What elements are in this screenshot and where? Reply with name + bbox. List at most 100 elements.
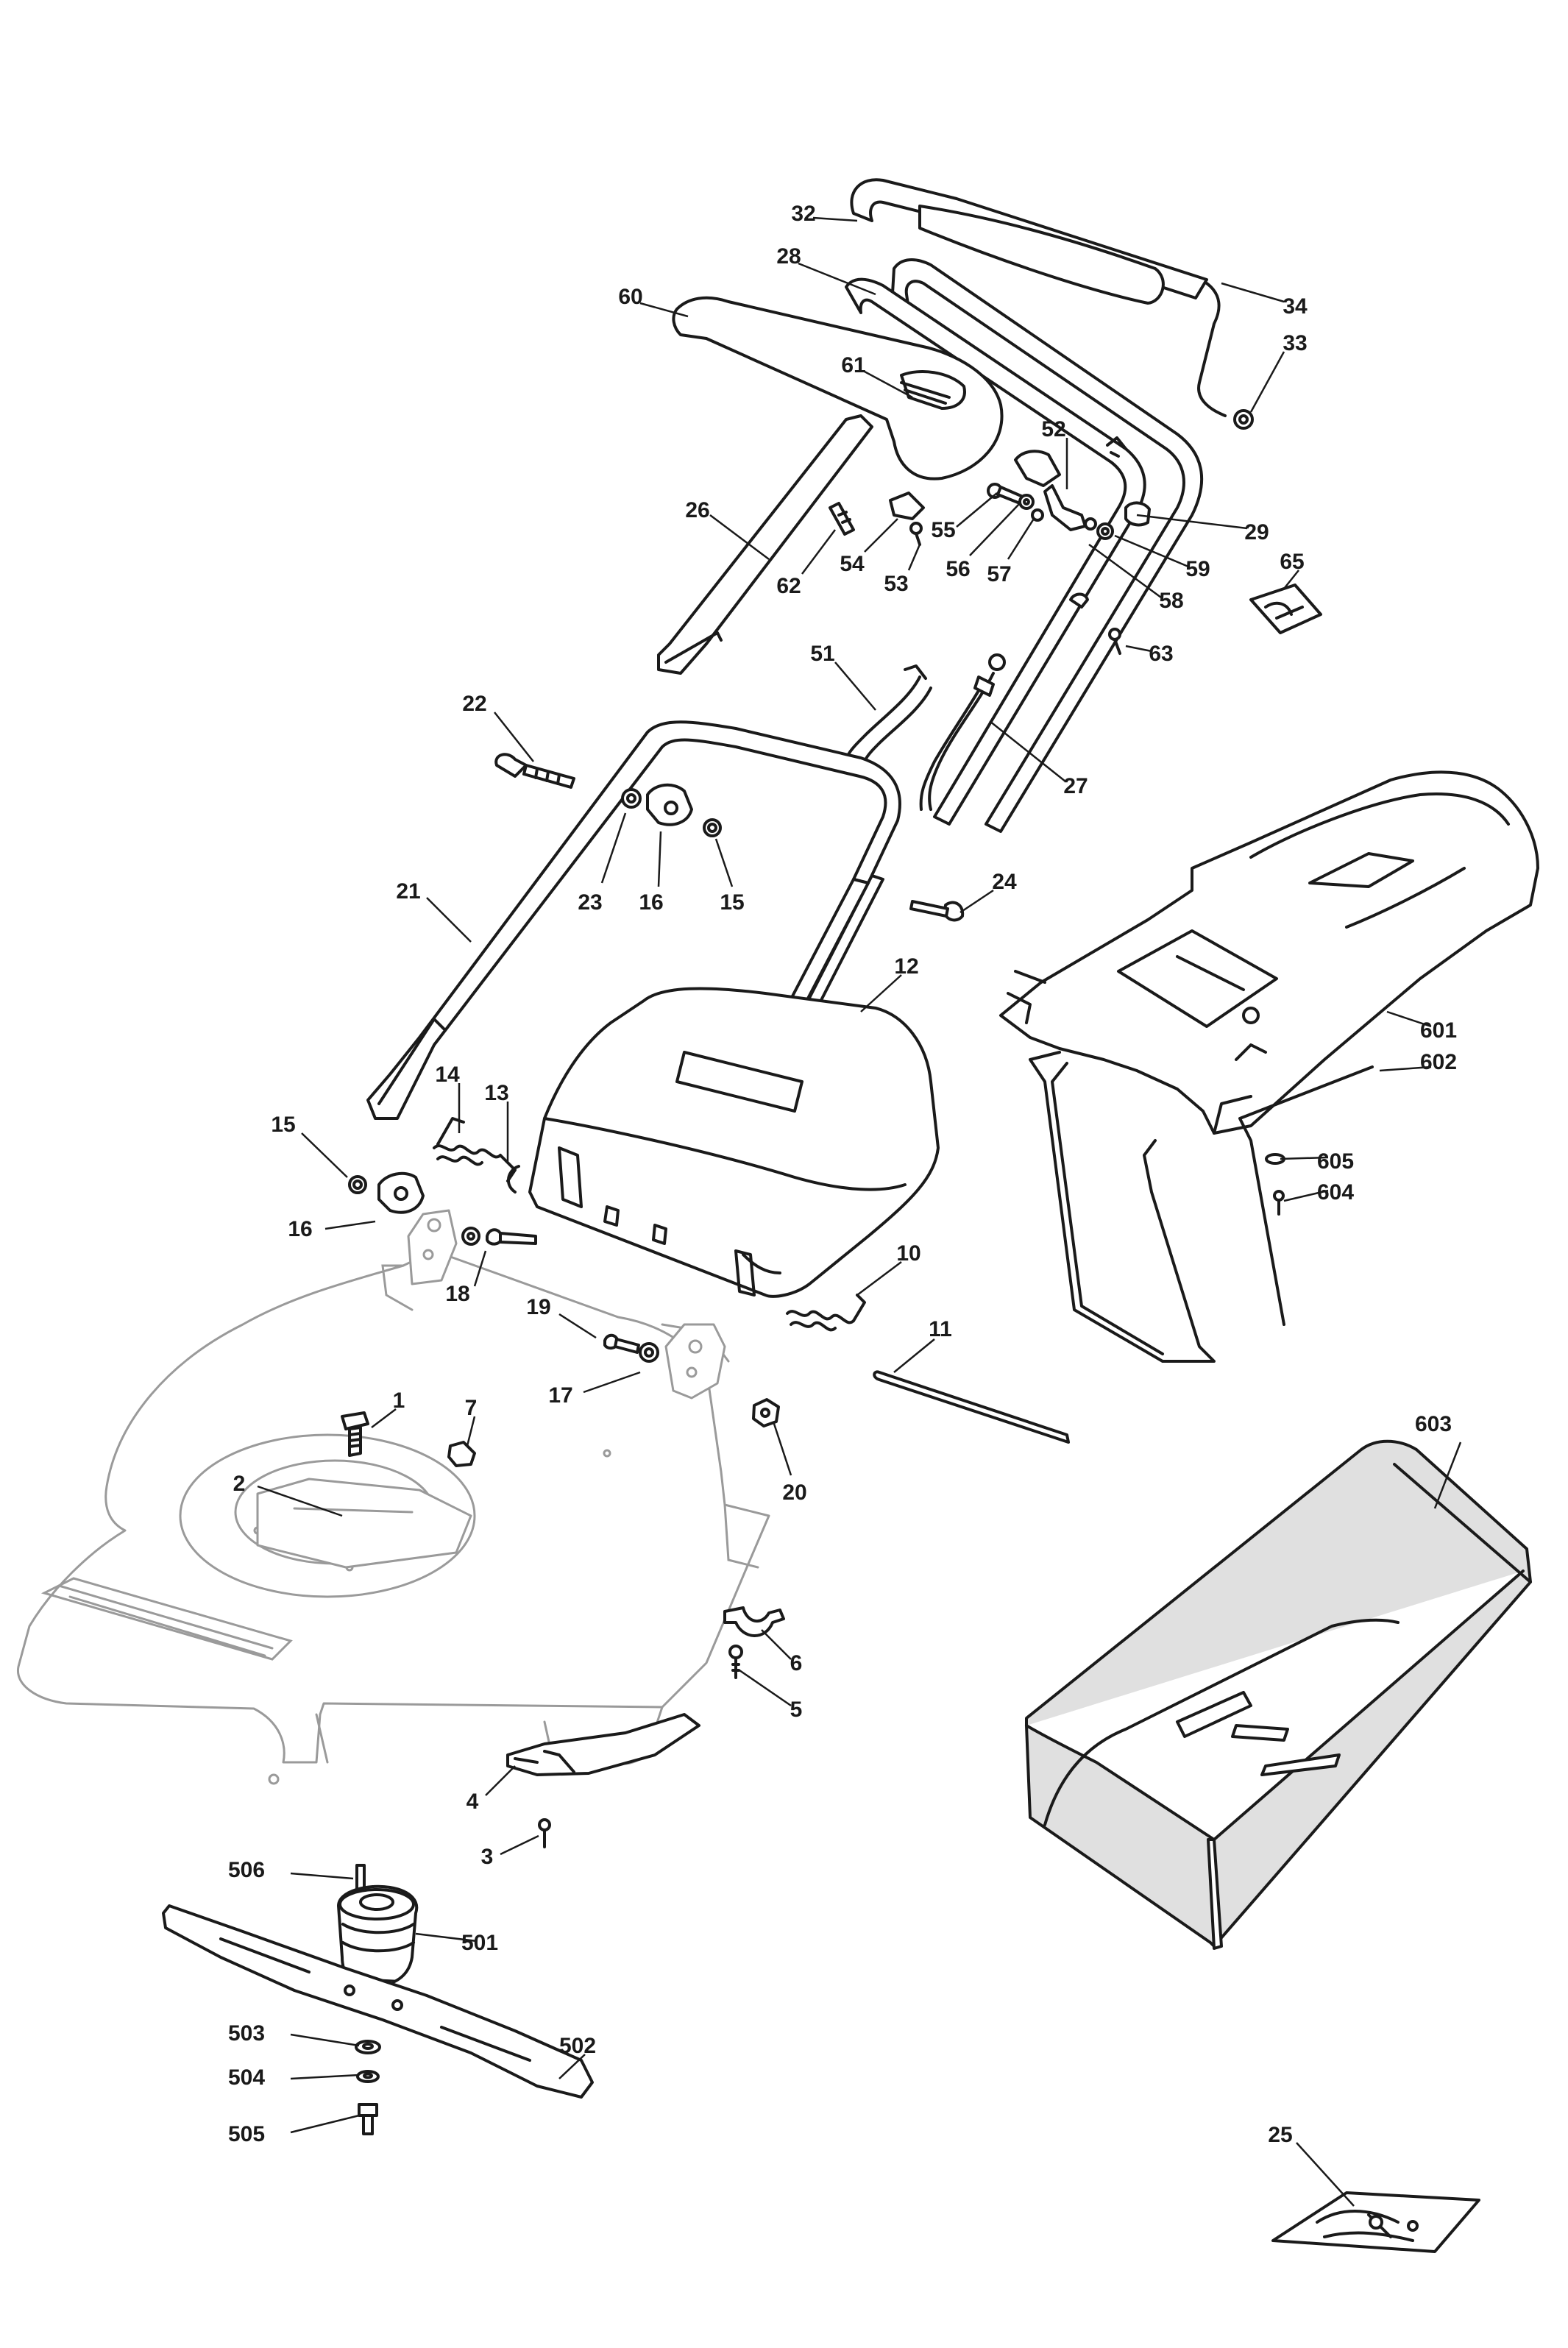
deck-bracket-right (664, 1323, 726, 1400)
bolt-18 (486, 1228, 537, 1246)
leader-line-c57 (1007, 518, 1035, 560)
leader-line-c18 (473, 1250, 487, 1287)
grass-bag-603 (1025, 1439, 1532, 1950)
leader-line-c54 (864, 518, 898, 553)
washer-503 (355, 2040, 381, 2054)
leader-line-c56 (969, 503, 1020, 556)
leader-line-c19 (558, 1313, 597, 1339)
leader-line-c59 (1114, 534, 1189, 568)
leader-line-c16b (324, 1220, 376, 1230)
clamp-6 (723, 1606, 785, 1637)
callout-c26: 26 (685, 498, 709, 522)
washer-57 (1031, 508, 1044, 522)
leader-line-c60 (639, 302, 689, 318)
nut-33 (1233, 409, 1254, 430)
callout-c506: 506 (228, 1858, 265, 1882)
callout-c18: 18 (445, 1282, 469, 1306)
lower-handle-26 (657, 414, 873, 675)
leader-line-c21 (426, 897, 472, 943)
screw-53 (909, 522, 923, 546)
callout-c62: 62 (776, 574, 801, 598)
callout-c53: 53 (884, 572, 908, 596)
leader-line-c24 (959, 889, 994, 914)
hardware-bag-25 (1271, 2191, 1480, 2253)
leader-line-c601 (1386, 1010, 1432, 1028)
leader-line-c63 (1125, 645, 1152, 653)
leader-line-c29 (1136, 514, 1248, 530)
screw-604 (1273, 1190, 1285, 1216)
bolt-24 (909, 900, 965, 922)
callout-c14: 14 (435, 1063, 460, 1087)
nut-58 (1084, 517, 1097, 531)
callout-c15a: 15 (720, 890, 744, 915)
callout-c20: 20 (782, 1480, 806, 1505)
callout-c19: 19 (526, 1295, 550, 1319)
callout-c7: 7 (465, 1396, 478, 1420)
leader-line-c502 (558, 2054, 586, 2079)
callout-c605: 605 (1317, 1149, 1354, 1174)
callout-c21: 21 (396, 879, 420, 904)
washer-504 (356, 2070, 380, 2083)
callout-c501: 501 (461, 1931, 498, 1955)
nut-15-upper (703, 818, 722, 837)
washer-23 (621, 788, 642, 809)
leader-line-c26 (709, 514, 770, 560)
cable-27 (919, 653, 1006, 811)
deck-plate (256, 1478, 472, 1569)
leader-line-c28 (798, 262, 876, 296)
spring-14 (433, 1117, 517, 1182)
callout-c27: 27 (1063, 774, 1088, 798)
callout-c33: 33 (1283, 331, 1307, 355)
callout-c55: 55 (931, 518, 955, 542)
callout-c602: 602 (1420, 1050, 1457, 1074)
callout-c56: 56 (946, 557, 970, 581)
leader-lines (257, 216, 1462, 2207)
clip-7 (447, 1441, 476, 1467)
callout-c51: 51 (810, 642, 834, 666)
leader-line-c12 (860, 974, 902, 1012)
washer-17 (639, 1342, 659, 1363)
callout-c28: 28 (776, 244, 801, 269)
leader-line-c58 (1088, 543, 1162, 599)
leader-line-c506 (290, 1872, 354, 1880)
rod-11 (873, 1370, 1070, 1444)
callout-c10: 10 (896, 1241, 920, 1266)
leader-line-c22 (494, 712, 534, 762)
callout-c22: 22 (462, 692, 486, 716)
callout-c32: 32 (791, 202, 815, 226)
leader-line-c505 (290, 2114, 360, 2134)
leader-line-c10 (856, 1261, 902, 1296)
callout-c12: 12 (894, 954, 918, 979)
bolt-22 (494, 753, 575, 789)
leader-line-c33 (1249, 351, 1285, 413)
clip-top-63 (1069, 592, 1089, 609)
callout-c52: 52 (1041, 417, 1065, 441)
deck-bracket-left (407, 1209, 458, 1285)
callout-c6: 6 (790, 1651, 803, 1675)
callout-c604: 604 (1317, 1180, 1354, 1205)
top-handle-32 (850, 178, 1208, 305)
knob-29 (1124, 501, 1151, 527)
leader-line-c602 (1379, 1065, 1432, 1072)
lever-60 (672, 296, 1004, 480)
screw-5 (728, 1645, 743, 1679)
top-handle-bar-28 (845, 258, 1204, 833)
leader-line-c504 (290, 2074, 360, 2080)
callout-c61: 61 (841, 353, 865, 377)
leader-line-c32 (812, 216, 858, 222)
callout-c13: 13 (484, 1081, 508, 1105)
leader-line-c65 (1283, 570, 1299, 589)
nut-15-lower (348, 1175, 367, 1194)
leader-line-c6 (761, 1629, 792, 1660)
bolt-1 (341, 1411, 369, 1457)
callout-c63: 63 (1149, 642, 1173, 666)
leader-line-c11 (893, 1338, 935, 1373)
leader-line-c15a (714, 838, 734, 887)
knob-16-lower (377, 1171, 425, 1214)
leader-line-c503 (290, 2033, 360, 2047)
leader-line-c1 (371, 1408, 397, 1428)
nut-59 (1096, 522, 1114, 540)
callout-c3: 3 (481, 1845, 494, 1869)
nut-20 (752, 1398, 780, 1427)
